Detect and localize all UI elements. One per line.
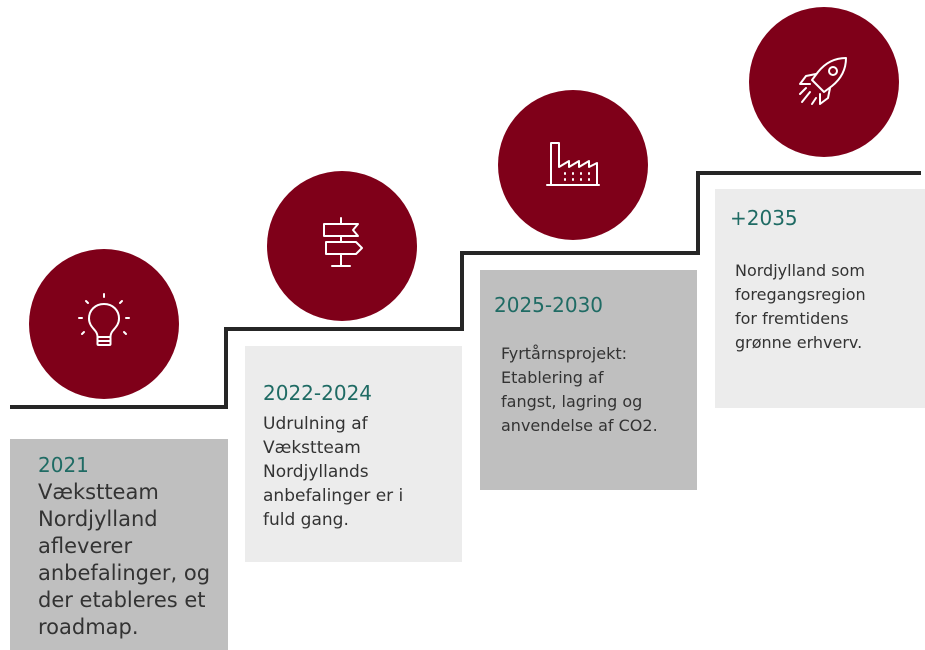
milestone-year: +2035 [730, 206, 798, 230]
lightbulb-icon [72, 290, 136, 358]
milestone-box-2022-2024: 2022-2024 Udrulning af Vækstteam Nordjyl… [245, 346, 462, 562]
milestone-circle-2035 [749, 7, 899, 157]
signpost-icon [310, 212, 374, 280]
milestone-year: 2021 [38, 453, 89, 477]
milestone-box-2025-2030: 2025-2030 Fyrtårnsprojekt: Etablering af… [480, 270, 697, 490]
rocket-icon [792, 48, 856, 116]
milestone-year: 2025-2030 [494, 293, 604, 317]
milestone-box-2035: +2035 Nordjylland som foregangsregion fo… [715, 189, 925, 408]
milestone-year: 2022-2024 [263, 381, 373, 405]
milestone-text: Nordjylland som foregangsregion for frem… [735, 261, 866, 352]
milestone-box-2021: 2021 Vækstteam Nordjylland afleverer anb… [10, 439, 228, 650]
milestone-circle-2021 [29, 249, 179, 399]
milestone-circle-2022-2024 [267, 171, 417, 321]
milestone-circle-2025-2030 [498, 90, 648, 240]
milestone-text: Udrulning af Vækstteam Nordjyllands anbe… [263, 414, 404, 530]
milestone-text: Vækstteam Nordjylland afleverer anbefali… [38, 480, 211, 639]
factory-icon [541, 131, 605, 199]
milestone-text: Fyrtårnsprojekt: Etablering af fangst, l… [501, 344, 658, 435]
